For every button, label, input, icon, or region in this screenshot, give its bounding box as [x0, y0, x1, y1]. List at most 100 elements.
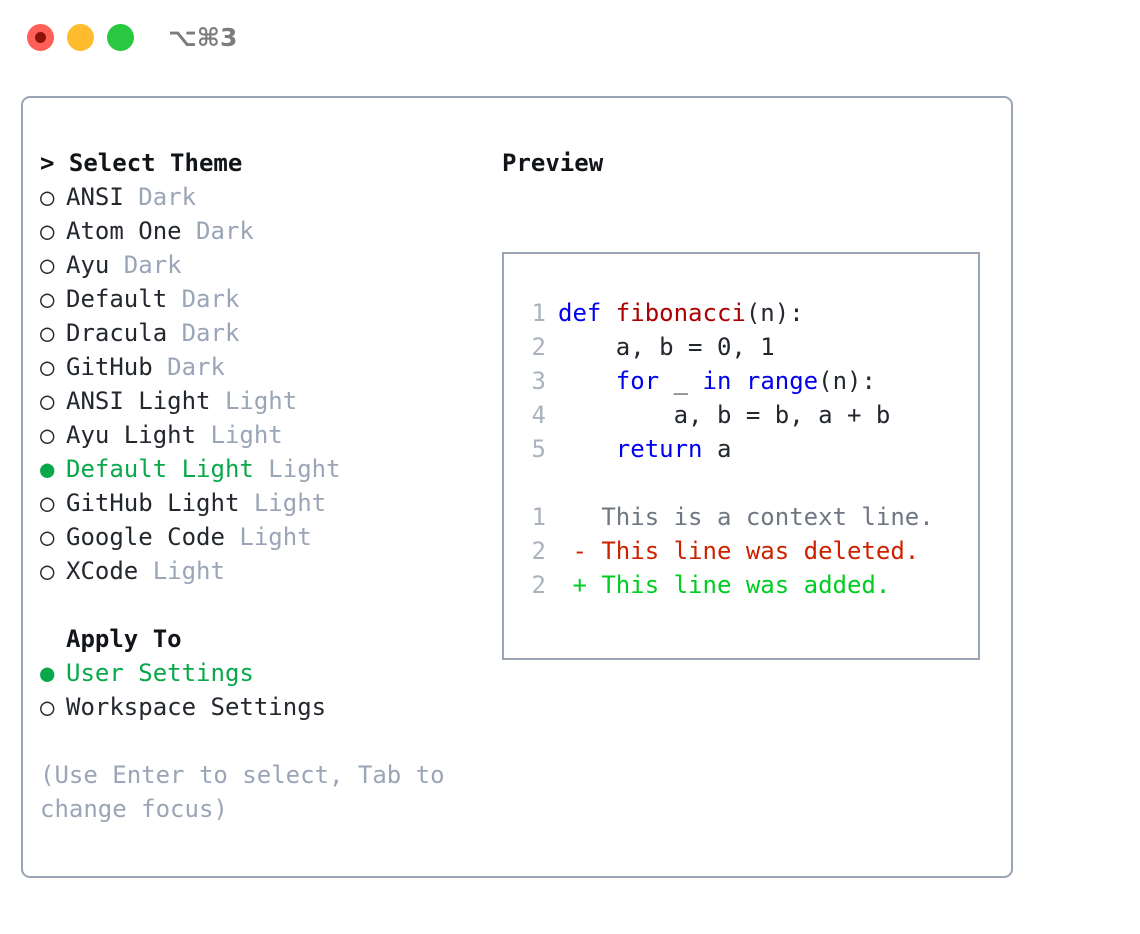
theme-list-item[interactable]: ○ Ayu Light Light [40, 418, 480, 452]
theme-list-item[interactable]: ○Dracula Dark [40, 316, 480, 350]
theme-name: XCode [66, 557, 153, 585]
radio-unselected-icon[interactable]: ○ [40, 693, 55, 721]
theme-name: GitHub Light [66, 489, 254, 517]
line-number: 3 [531, 367, 546, 395]
theme-list-item[interactable]: ○ Atom One Dark [40, 214, 480, 248]
code-token: This is a context line. [558, 503, 934, 531]
theme-list-item[interactable]: ○ Google Code Light [40, 520, 480, 554]
code-line: 4 a, b = b, a + b [518, 398, 934, 432]
theme-name: Dracula [66, 319, 182, 347]
maximize-button[interactable] [107, 24, 134, 51]
radio-selected-icon[interactable]: ● [40, 659, 55, 687]
theme-list-item[interactable]: ○ Default Dark [40, 282, 480, 316]
title-bar: ⌥⌘3 [0, 0, 1140, 78]
diff-line: 2 - This line was deleted. [518, 534, 934, 568]
apply-to-label: Workspace Settings [66, 693, 327, 721]
code-token [558, 367, 616, 395]
theme-name: Ayu Light [66, 421, 211, 449]
code-blank-line [518, 466, 934, 500]
apply-to-item[interactable]: ○ Workspace Settings [40, 690, 480, 724]
code-token: + This line was added. [558, 571, 891, 599]
code-token [731, 367, 745, 395]
theme-name: Default [66, 285, 182, 313]
code-token: a, b = 0, 1 [558, 333, 775, 361]
radio-selected-icon[interactable]: ● [40, 455, 55, 483]
theme-list-item[interactable]: ○ GitHub Dark [40, 350, 480, 384]
radio-unselected-icon[interactable]: ○ [40, 319, 55, 347]
code-token: (n): [745, 299, 804, 327]
theme-name: ANSI Light [66, 387, 225, 415]
line-number: 5 [531, 435, 546, 463]
theme-mode-tag: Dark [196, 217, 254, 245]
theme-list-item[interactable]: ○ XCode Light [40, 554, 480, 588]
theme-name: Google Code [66, 523, 240, 551]
dialog-card: > Select Theme ○ANSI Dark○Atom One Dark○… [21, 96, 1013, 878]
radio-unselected-icon[interactable]: ○ [40, 557, 55, 585]
line-number: 4 [531, 401, 546, 429]
theme-list-item[interactable]: ○ ANSI Light Light [40, 384, 480, 418]
apply-to-list[interactable]: ● User Settings ○ Workspace Settings [40, 656, 480, 724]
radio-unselected-icon[interactable]: ○ [40, 183, 55, 211]
apply-to-label: User Settings [66, 659, 254, 687]
code-token: return [615, 435, 703, 463]
radio-unselected-icon[interactable]: ○ [40, 217, 55, 245]
theme-name: ANSI [66, 183, 139, 211]
code-token: (n): [818, 367, 876, 395]
line-number: 1 [531, 299, 546, 327]
theme-mode-tag: Dark [167, 353, 225, 381]
code-line: 2 a, b = 0, 1 [518, 330, 934, 364]
theme-list-item[interactable]: ○ANSI Dark [40, 180, 480, 214]
line-number: 2 [531, 537, 546, 565]
radio-unselected-icon[interactable]: ○ [40, 387, 55, 415]
apply-to-heading: Apply To [66, 625, 182, 653]
theme-list-item[interactable]: ● Default Light Light [40, 452, 480, 486]
code-token: range [745, 367, 819, 395]
theme-name: Ayu [66, 251, 124, 279]
theme-mode-tag: Dark [123, 251, 182, 279]
code-token: _ [659, 367, 703, 395]
line-number: 2 [531, 333, 546, 361]
theme-name: GitHub [66, 353, 168, 381]
theme-mode-tag: Light [224, 387, 298, 415]
diff-line: 1 This is a context line. [518, 500, 934, 534]
radio-unselected-icon[interactable]: ○ [40, 523, 55, 551]
code-token: fibonacci [615, 299, 746, 327]
theme-mode-tag: Light [152, 557, 225, 585]
theme-name: Atom One [66, 217, 197, 245]
code-token: for [615, 367, 660, 395]
code-token: a [702, 435, 732, 463]
theme-mode-tag: Light [239, 523, 312, 551]
theme-list-item[interactable]: ○ GitHub Light Light [40, 486, 480, 520]
theme-list-item[interactable]: ○ Ayu Dark [40, 248, 480, 282]
select-theme-heading: > Select Theme [40, 149, 243, 177]
apply-to-item[interactable]: ● User Settings [40, 656, 480, 690]
radio-unselected-icon[interactable]: ○ [40, 285, 55, 313]
radio-unselected-icon[interactable]: ○ [40, 251, 55, 279]
line-number: 1 [531, 503, 546, 531]
code-token [558, 435, 616, 463]
theme-selector-panel: > Select Theme ○ANSI Dark○Atom One Dark○… [40, 146, 480, 724]
theme-mode-tag: Light [253, 489, 327, 517]
code-line: 5 return a [518, 432, 934, 466]
theme-name: Default Light [66, 455, 269, 483]
minimize-button[interactable] [67, 24, 94, 51]
keyboard-shortcut-label: ⌥⌘3 [168, 23, 238, 52]
theme-mode-tag: Light [210, 421, 283, 449]
code-line: 3 for _ in range(n): [518, 364, 934, 398]
preview-title: Preview [502, 149, 604, 177]
theme-mode-tag: Light [268, 455, 341, 483]
radio-unselected-icon[interactable]: ○ [40, 421, 55, 449]
code-token: a, b = b, a + b [558, 401, 891, 429]
list-spacer [40, 588, 480, 622]
radio-unselected-icon[interactable]: ○ [40, 489, 55, 517]
theme-list[interactable]: ○ ANSI Dark ○ Atom One Dark ○ Ayu Dark ○ Defaul… [40, 180, 480, 588]
radio-unselected-icon[interactable]: ○ [40, 353, 55, 381]
keyboard-hint-text: (Use Enter to select, Tab to change focu… [40, 761, 460, 823]
code-token: - This line was deleted. [558, 537, 920, 565]
theme-mode-tag: Dark [181, 285, 240, 313]
